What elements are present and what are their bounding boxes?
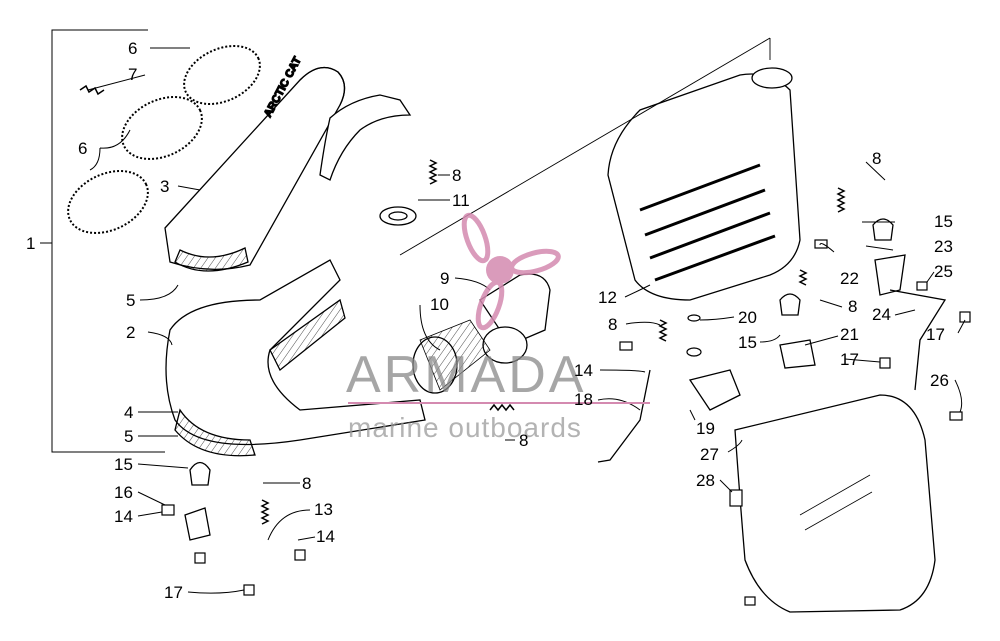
callout-5b: 5	[124, 427, 133, 446]
spring-ring-lower	[67, 170, 149, 234]
gasket	[379, 206, 417, 226]
callout-14c: 14	[574, 361, 593, 380]
callout-9: 9	[440, 269, 449, 288]
brackets	[184, 254, 906, 541]
callout-15a: 15	[114, 455, 133, 474]
callout-24: 24	[872, 305, 891, 324]
callouts: 1 6 7 6 3 5 2 4 5 15 16 14 17 8 13 14 8 …	[26, 39, 953, 602]
callout-3: 3	[160, 177, 169, 196]
callout-12: 12	[598, 288, 617, 307]
watermark: ARMADA marine outboards	[346, 212, 650, 443]
callout-5a: 5	[126, 291, 135, 310]
silencer-box	[399, 37, 801, 301]
watermark-subtitle: marine outboards	[348, 412, 582, 443]
callout-6b: 6	[78, 139, 87, 158]
small-spring	[79, 84, 105, 96]
springs	[260, 159, 846, 525]
propeller-logo	[461, 212, 561, 331]
callout-8d: 8	[608, 315, 617, 334]
exhaust-manifold	[412, 273, 551, 394]
callout-8f: 8	[848, 297, 857, 316]
callout-17b: 17	[926, 325, 945, 344]
callout-14a: 14	[114, 507, 133, 526]
callout-21: 21	[840, 325, 859, 344]
callout-15b: 15	[738, 333, 757, 352]
callout-8a: 8	[302, 474, 311, 493]
callout-13: 13	[314, 500, 333, 519]
callout-17c: 17	[840, 350, 859, 369]
callout-17a: 17	[164, 583, 183, 602]
callout-16: 16	[114, 483, 133, 502]
callout-28: 28	[696, 471, 715, 490]
group-bracket	[40, 29, 165, 453]
callout-27: 27	[700, 445, 719, 464]
rods-and-cables	[597, 289, 947, 463]
callout-19: 19	[696, 419, 715, 438]
callout-8e: 8	[872, 149, 881, 168]
callout-8c: 8	[519, 431, 528, 450]
muffler: ARCTIC CAT	[164, 54, 346, 272]
callout-6a: 6	[128, 39, 137, 58]
callout-22: 22	[840, 269, 859, 288]
rubber-mounts	[189, 218, 894, 486]
callout-1: 1	[26, 234, 35, 253]
callout-23: 23	[934, 237, 953, 256]
callout-25: 25	[934, 262, 953, 281]
watermark-title: ARMADA	[346, 346, 586, 404]
callout-14b: 14	[316, 527, 335, 546]
callout-15c: 15	[934, 212, 953, 231]
expansion-pipe	[165, 94, 426, 457]
callout-11: 11	[452, 191, 470, 210]
callout-7: 7	[128, 65, 137, 84]
leader-lines	[87, 47, 966, 594]
callout-10: 10	[430, 295, 449, 314]
callout-4: 4	[124, 403, 133, 422]
callout-26: 26	[930, 371, 949, 390]
callout-18: 18	[574, 390, 593, 409]
spring-ring-upper	[183, 44, 261, 106]
callout-20: 20	[738, 308, 757, 327]
callout-8b: 8	[452, 166, 461, 185]
spring-ring-middle	[121, 96, 203, 160]
heat-shield	[734, 394, 936, 613]
callout-2: 2	[126, 323, 135, 342]
